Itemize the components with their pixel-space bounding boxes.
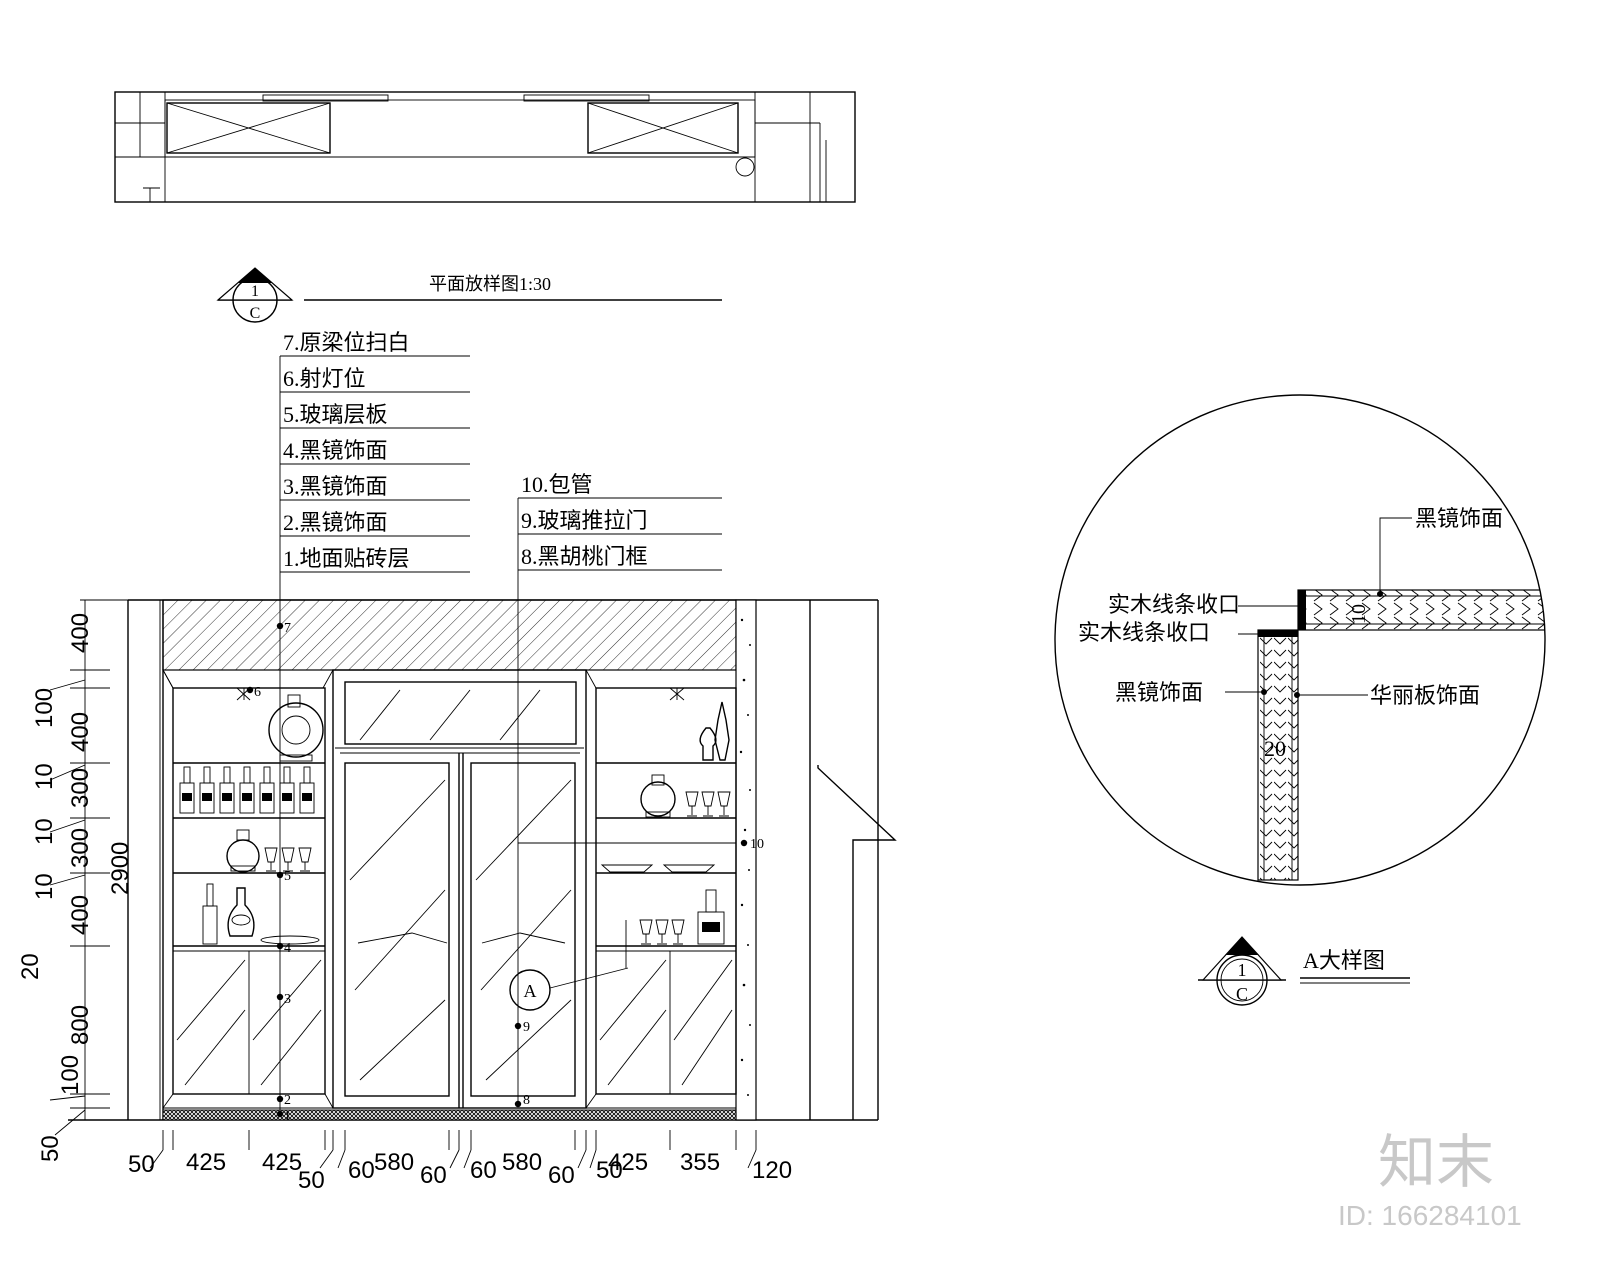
detail-veneer: 华丽板饰面 [1370, 683, 1480, 708]
glasses-left [264, 847, 312, 872]
dim-h-50c: 50 [596, 1157, 623, 1184]
dim-h-60c: 60 [470, 1157, 497, 1184]
glasses-right-upper [685, 791, 731, 817]
dim-h-50a: 50 [128, 1151, 155, 1178]
dim-h-580b: 580 [502, 1149, 542, 1176]
dim-h-120: 120 [752, 1157, 792, 1184]
dim-v-10b: 10 [31, 818, 58, 845]
detail-wood-strip-2: 实木线条收口 [1078, 620, 1210, 645]
point-markers [246, 622, 748, 1118]
detail-black-mirror-top: 黑镜饰面 [1415, 506, 1503, 531]
dim-total-2900: 2900 [107, 842, 134, 895]
detail-black-mirror-left: 黑镜饰面 [1115, 680, 1203, 705]
tag-3: 3 [284, 992, 291, 1007]
tag-2: 2 [284, 1093, 291, 1108]
dimensions-left: 400 100 400 10 300 10 300 10 400 20 800 … [17, 599, 161, 1162]
dim-h-425b: 425 [262, 1149, 302, 1176]
callout-5: 5.玻璃层板 [283, 402, 388, 427]
callout-10: 10.包管 [521, 472, 593, 497]
detail-bubble-A: A [524, 981, 537, 1001]
bottles-lower-left [202, 883, 320, 945]
detail-mark-number: 1 [1238, 960, 1247, 980]
section-mark-sheet: C [250, 305, 261, 322]
dim-v-20: 20 [17, 953, 44, 980]
dim-h-355: 355 [680, 1149, 720, 1176]
callout-7: 7.原梁位扫白 [283, 330, 410, 355]
dim-v-800: 800 [67, 1005, 94, 1045]
bottle-row [179, 766, 315, 814]
section-mark-number: 1 [251, 283, 259, 300]
detail-title: A大样图 [1303, 948, 1385, 973]
tag-5: 5 [284, 869, 291, 884]
dim-v-300b: 300 [67, 828, 94, 868]
dim-h-60a: 60 [348, 1157, 375, 1184]
watermark-id: ID: 166284101 [1338, 1200, 1522, 1231]
plan-view [114, 91, 856, 203]
callout-8: 8.黑胡桃门框 [521, 544, 648, 569]
detail-mark-sheet: C [1236, 984, 1248, 1004]
dim-h-60d: 60 [548, 1162, 575, 1189]
tag-8: 8 [523, 1093, 530, 1108]
dim-v-100a: 100 [31, 688, 58, 728]
tag-4: 4 [284, 941, 291, 956]
dimensions-bottom: 50 425 425 50 60 580 60 60 580 60 50 425… [128, 1130, 792, 1194]
dim-h-60b: 60 [420, 1162, 447, 1189]
section-marker-1C: 1 C [216, 267, 294, 323]
decanter-right [640, 774, 676, 818]
dim-v-10c: 10 [31, 873, 58, 900]
dim-h-50b: 50 [298, 1167, 325, 1194]
dim-v-400a: 400 [67, 613, 94, 653]
plan-title: 平面放样图1:30 [429, 274, 551, 294]
tag-7: 7 [284, 621, 291, 636]
spotlight-right [669, 687, 685, 701]
callout-2: 2.黑镜饰面 [283, 510, 388, 535]
callout-4: 4.黑镜饰面 [283, 438, 388, 463]
tag-1: 1 [284, 1109, 291, 1124]
callout-list-right: 10.包管 9.玻璃推拉门 8.黑胡桃门框 [517, 472, 744, 1105]
detail-dim-20: 20 [1264, 736, 1286, 761]
dim-v-100b: 100 [57, 1055, 84, 1095]
decanter-mid-left [226, 829, 260, 873]
dim-h-580a: 580 [374, 1149, 414, 1176]
dim-h-425c: 425 [608, 1149, 648, 1176]
vases-right [699, 701, 730, 761]
decanter-round [268, 694, 324, 762]
callout-3: 3.黑镜饰面 [283, 474, 388, 499]
dim-v-10a: 10 [31, 763, 58, 790]
tag-9: 9 [523, 1020, 530, 1035]
callout-9: 9.玻璃推拉门 [521, 508, 648, 533]
pipe-speckle [739, 618, 751, 1096]
watermark-logo: 知末 [1378, 1130, 1494, 1195]
tag-10: 10 [750, 837, 764, 852]
callout-1: 1.地面贴砖层 [283, 546, 410, 571]
elevation-view: 7 6 5 4 3 2 1 10 9 8 A [68, 599, 897, 1124]
dim-v-400c: 400 [67, 895, 94, 935]
dim-h-425a: 425 [186, 1149, 226, 1176]
detail-A-circle: 10 20 黑镜饰面 实木线条收口 实木线条收口 黑镜饰面 华丽板饰面 [1054, 394, 1546, 886]
plates-right [600, 864, 716, 873]
callout-list-left: 7.原梁位扫白 6.射灯位 5.玻璃层板 4.黑镜饰面 3.黑镜饰面 2.黑镜饰… [279, 330, 470, 1115]
dim-v-300a: 300 [67, 768, 94, 808]
detail-wood-strip-1: 实木线条收口 [1108, 592, 1240, 617]
dim-v-50: 50 [37, 1135, 64, 1162]
detail-marker-1C: 1 C [1198, 936, 1286, 1006]
tag-6: 6 [254, 685, 261, 700]
callout-6: 6.射灯位 [283, 366, 366, 391]
dim-v-400b: 400 [67, 712, 94, 752]
detail-dim-10: 10 [1348, 604, 1370, 624]
glasses-right-lower [639, 889, 725, 945]
